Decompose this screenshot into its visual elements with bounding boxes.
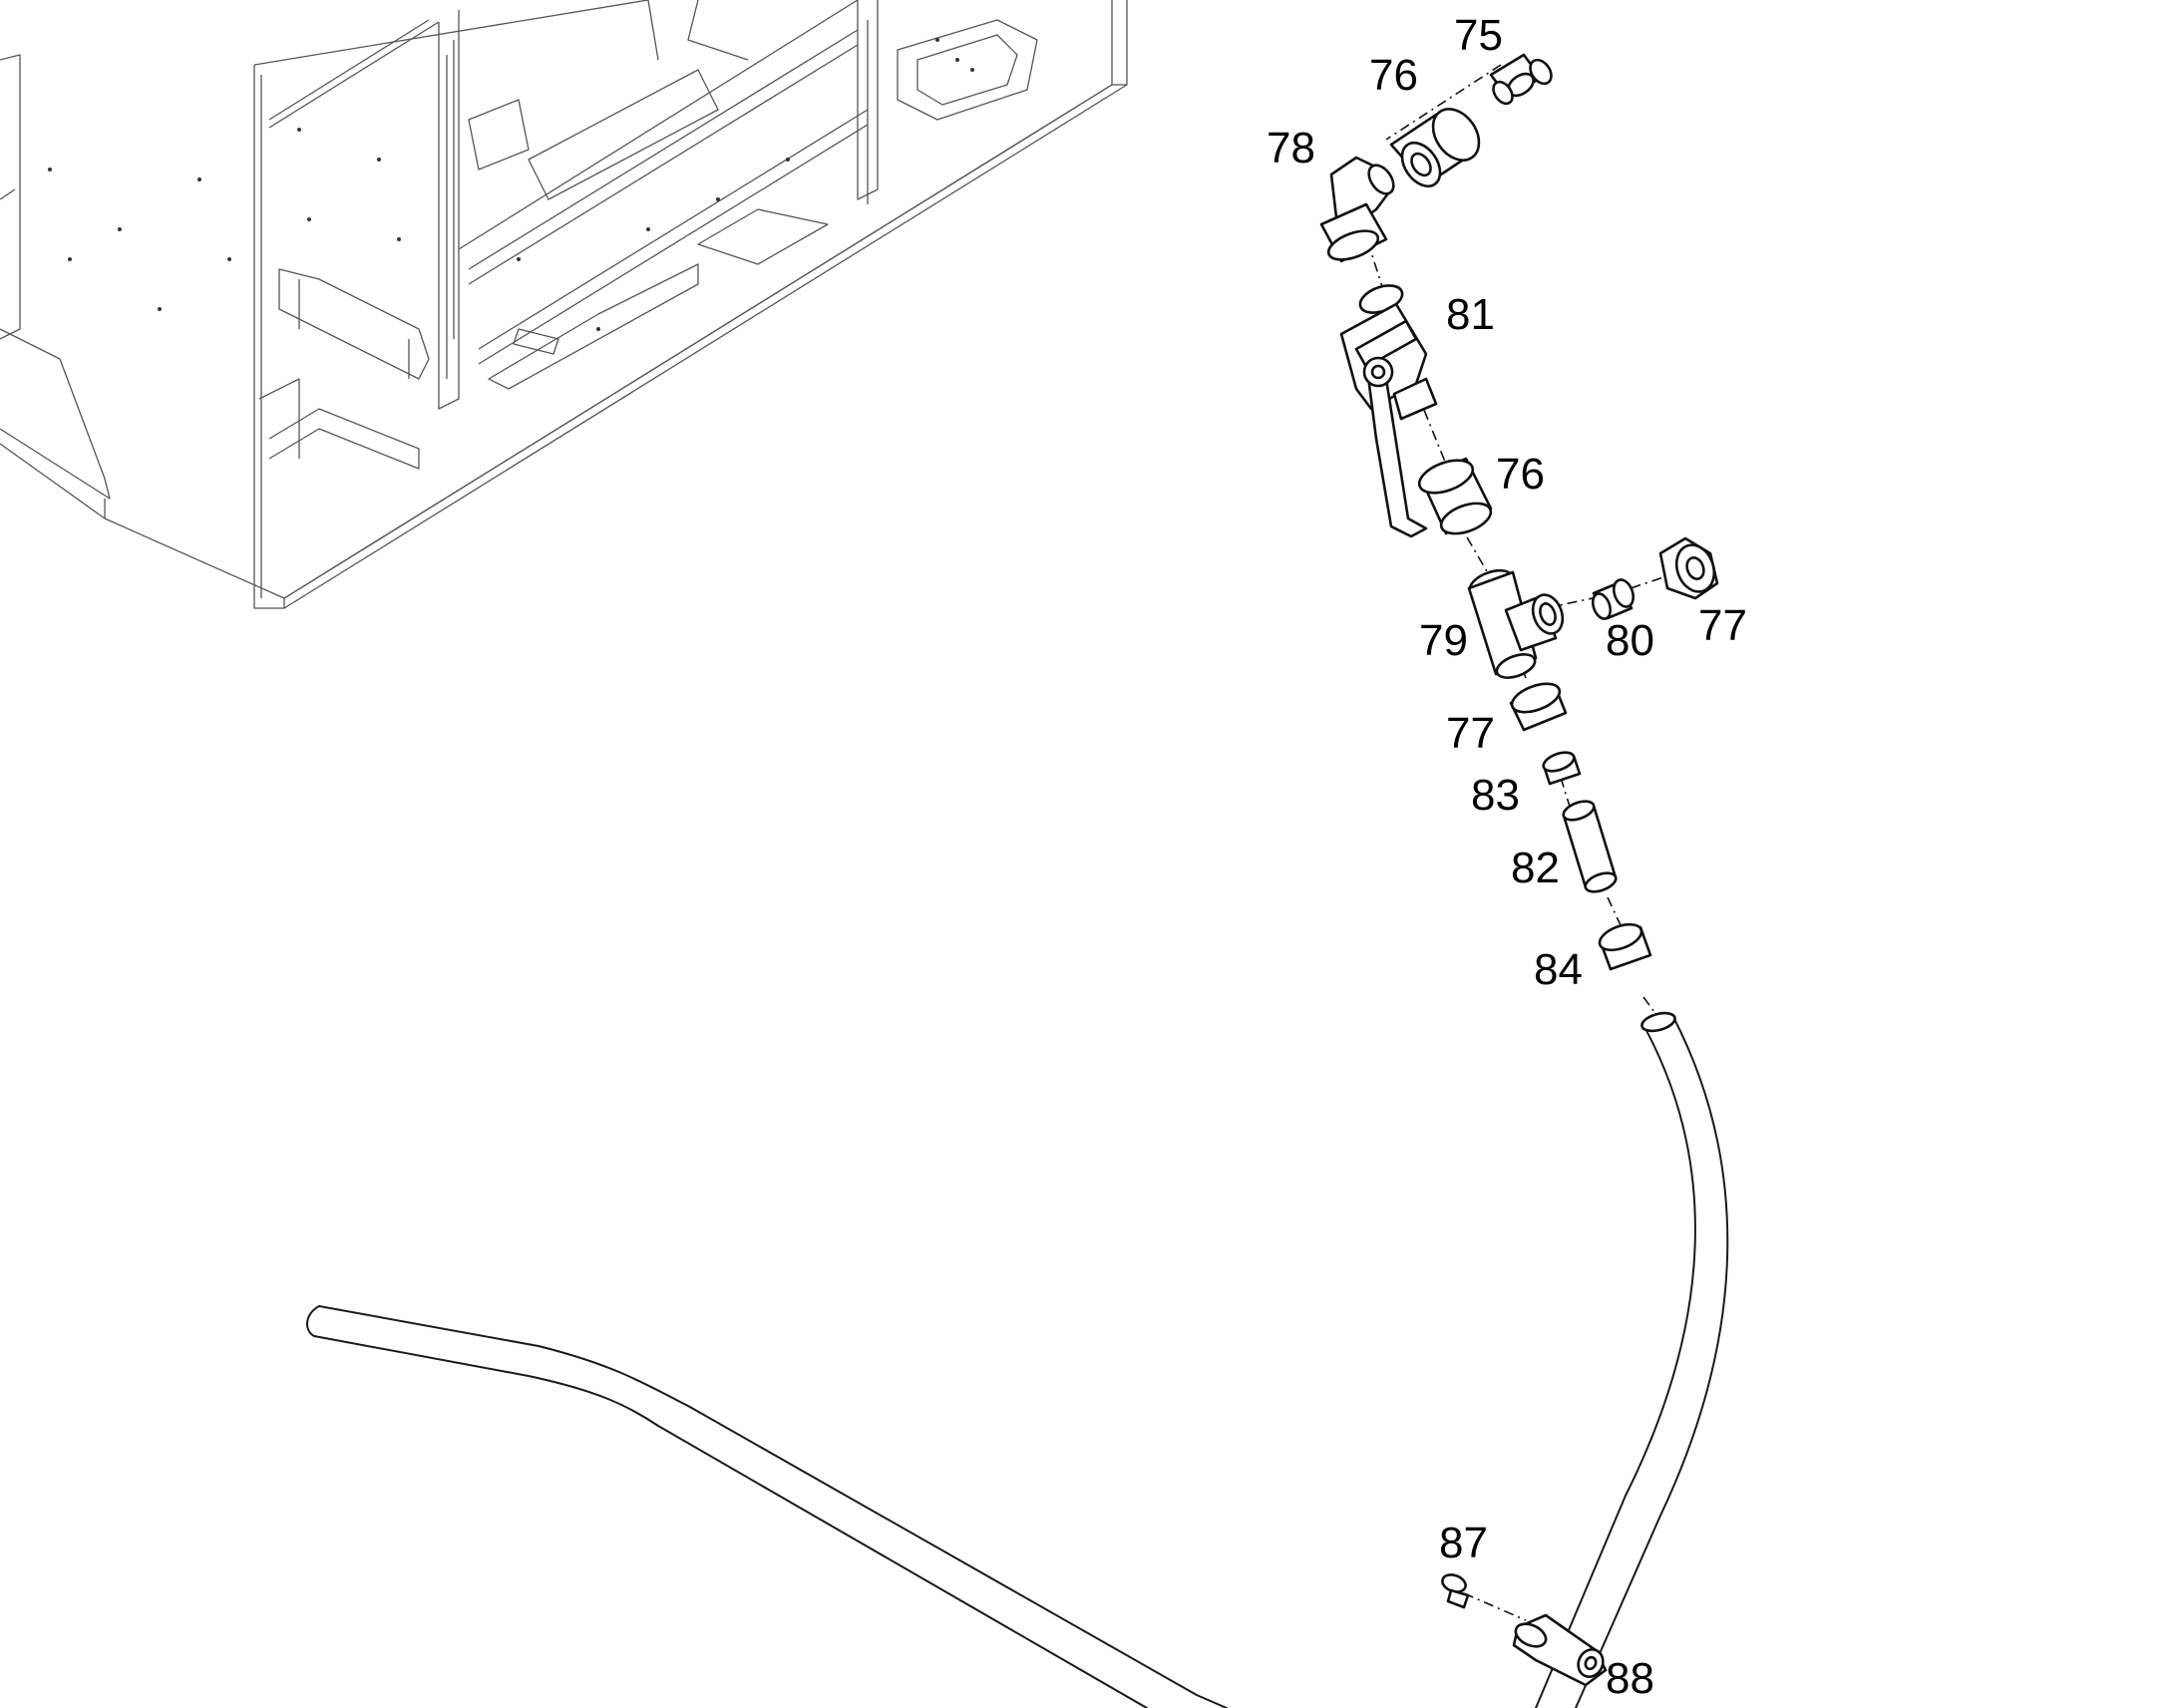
callout-88: 88 bbox=[1606, 1654, 1654, 1703]
callout-75: 75 bbox=[1454, 11, 1503, 60]
part-88-hose-clamp bbox=[1512, 1613, 1608, 1687]
callout-79: 79 bbox=[1419, 616, 1468, 665]
callout-77-right: 77 bbox=[1698, 601, 1747, 650]
callout-labels: 75 76 78 81 76 79 80 77 77 83 82 84 87 8… bbox=[1267, 11, 1747, 1703]
part-78-elbow bbox=[1319, 156, 1395, 263]
callout-76-lower: 76 bbox=[1496, 450, 1545, 499]
callout-80: 80 bbox=[1606, 616, 1654, 665]
callout-76-upper: 76 bbox=[1369, 51, 1418, 100]
part-76-upper-union-nut bbox=[1389, 108, 1481, 187]
axis-87-88 bbox=[1463, 1592, 1527, 1621]
callout-83: 83 bbox=[1471, 771, 1520, 820]
part-82-sleeve bbox=[1562, 800, 1618, 893]
part-77-lower-nut bbox=[1509, 682, 1568, 732]
part-80-nipple bbox=[1591, 578, 1635, 620]
part-81-ball-valve bbox=[1339, 284, 1438, 538]
callout-87: 87 bbox=[1439, 1519, 1488, 1567]
assembly-axis bbox=[1353, 64, 1666, 1028]
part-79-tee bbox=[1467, 568, 1565, 679]
hose bbox=[306, 1011, 1729, 1708]
callout-84: 84 bbox=[1534, 945, 1583, 994]
part-87-screw bbox=[1441, 1573, 1470, 1609]
callout-77-lower: 77 bbox=[1446, 709, 1495, 758]
callout-81: 81 bbox=[1446, 290, 1495, 339]
callout-78: 78 bbox=[1267, 124, 1315, 172]
callout-82: 82 bbox=[1511, 844, 1560, 892]
part-75-nipple bbox=[1489, 53, 1553, 106]
part-76-lower-union-nut bbox=[1417, 457, 1493, 535]
part-84-clamp-nut bbox=[1598, 922, 1652, 971]
machine-frame bbox=[0, 0, 1128, 609]
part-77-right-cap-nut bbox=[1658, 536, 1719, 600]
part-83-ring bbox=[1542, 751, 1582, 786]
